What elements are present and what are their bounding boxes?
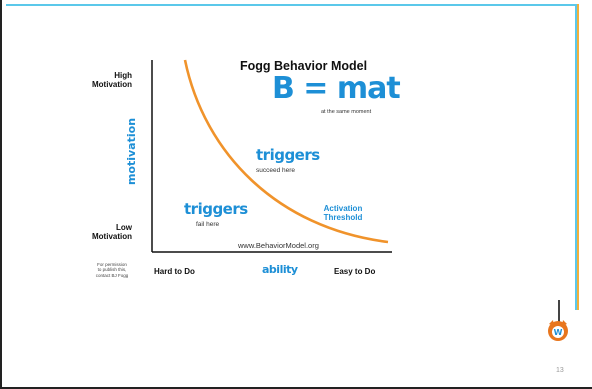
- accent-line-right: [575, 4, 577, 310]
- y-low-label-line2: Motivation: [92, 231, 132, 241]
- activation-threshold-curve: [183, 59, 389, 244]
- triggers-succeed-heading: triggers: [256, 146, 320, 164]
- slide-number: 13: [556, 367, 564, 374]
- y-high-label: High Motivation: [86, 71, 132, 90]
- diagram-title: Fogg Behavior Model: [240, 59, 368, 73]
- svg-text:W: W: [554, 328, 563, 337]
- y-high-label-line1: High: [114, 71, 132, 80]
- x-axis-label: ability: [262, 263, 298, 276]
- fogg-behavior-model-diagram: Fogg Behavior Model B = mat at the same …: [86, 52, 401, 292]
- permission-line2: to publish this,: [97, 267, 127, 273]
- y-high-label-line2: Motivation: [92, 79, 132, 89]
- mascot-string: [558, 300, 560, 322]
- triggers-fail-heading: triggers: [184, 200, 248, 218]
- y-axis-label: motivation: [125, 117, 139, 186]
- accent-line-top: [6, 4, 575, 6]
- y-low-label-line1: Low: [116, 223, 132, 232]
- fox-mascot-icon: W: [545, 318, 571, 349]
- permission-line1: For permission: [97, 262, 127, 267]
- website-label: www.BehaviorModel.org: [238, 241, 319, 250]
- permission-line3: contact BJ Fogg: [95, 272, 129, 278]
- formula-note: at the same moment: [321, 109, 372, 115]
- accent-line-gold: [577, 4, 579, 310]
- activation-threshold-line2: Threshold: [323, 213, 363, 223]
- x-right-label: Easy to Do: [334, 267, 376, 276]
- x-left-label: Hard to Do: [154, 267, 195, 276]
- triggers-succeed-sub: succeed here: [256, 167, 296, 174]
- activation-threshold-label: Activation Threshold: [312, 204, 374, 222]
- y-low-label: Low Motivation: [86, 223, 132, 242]
- activation-threshold-line1: Activation: [323, 204, 363, 213]
- formula: B = mat: [272, 71, 401, 106]
- permission-note: For permission to publish this, contact …: [88, 262, 136, 278]
- triggers-fail-sub: fail here: [196, 221, 220, 228]
